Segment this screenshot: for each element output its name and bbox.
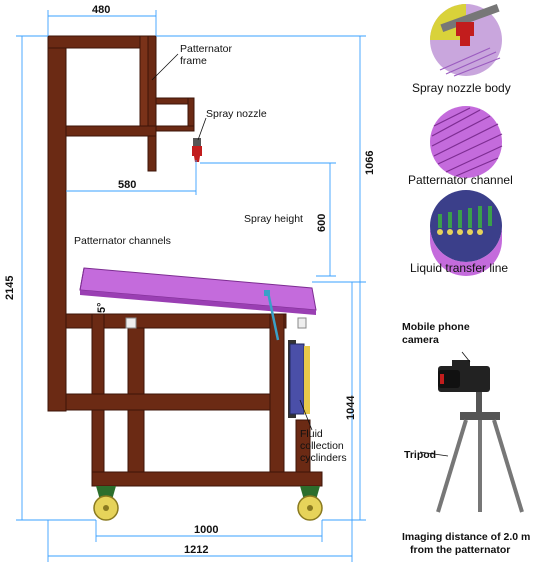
dim-480: 480 <box>92 4 110 16</box>
wheel-left <box>93 486 119 521</box>
label-spray-nozzle: Spray nozzle <box>206 108 267 120</box>
dim-1044: 1044 <box>345 395 357 420</box>
patternator-frame <box>47 35 323 487</box>
camera-label-2: camera <box>402 334 439 346</box>
inset-caption-nozzle: Spray nozzle body <box>412 81 511 95</box>
dim-1066: 1066 <box>364 151 376 175</box>
channel-icon <box>430 106 503 178</box>
dimension-lines <box>16 10 366 562</box>
label-fluid-1: Fluid <box>300 428 323 440</box>
tripod-icon <box>419 392 524 513</box>
camera-label-1: Mobile phone <box>402 321 470 333</box>
dim-600: 600 <box>316 214 328 232</box>
inset-spray-nozzle <box>430 3 502 77</box>
patternator-channels-body <box>79 267 317 315</box>
leader-lines <box>151 53 313 431</box>
dim-1212: 1212 <box>184 544 208 556</box>
label-fluid-3: cyclinders <box>300 452 347 464</box>
label-fluid-2: collection <box>300 440 344 452</box>
tripod-label: Tripod <box>404 449 436 461</box>
dim-580: 580 <box>118 179 136 191</box>
transfer-line-icon <box>430 190 502 276</box>
inset-caption-transfer: Liquid transfer line <box>410 261 508 275</box>
imaging-caption-2: from the patternator <box>410 544 510 556</box>
label-patternator-channels: Patternator channels <box>74 235 171 247</box>
spray-nozzle-icon <box>192 138 202 162</box>
label-patternator-frame-2: frame <box>180 55 207 67</box>
label-patternator-frame-1: Patternator <box>180 43 232 55</box>
wheel-right <box>297 486 323 521</box>
fluid-collection-cylinders <box>264 290 310 418</box>
mount-block <box>297 317 307 329</box>
dim-2145: 2145 <box>4 276 16 300</box>
camera-icon <box>438 351 490 392</box>
label-spray-height: Spray height <box>244 213 303 225</box>
imaging-caption-1: Imaging distance of 2.0 m <box>402 531 530 543</box>
dim-1000: 1000 <box>194 524 218 536</box>
mount-block <box>125 317 137 329</box>
inset-caption-channel: Patternator channel <box>408 173 513 187</box>
dim-angle: 5° <box>96 302 108 313</box>
